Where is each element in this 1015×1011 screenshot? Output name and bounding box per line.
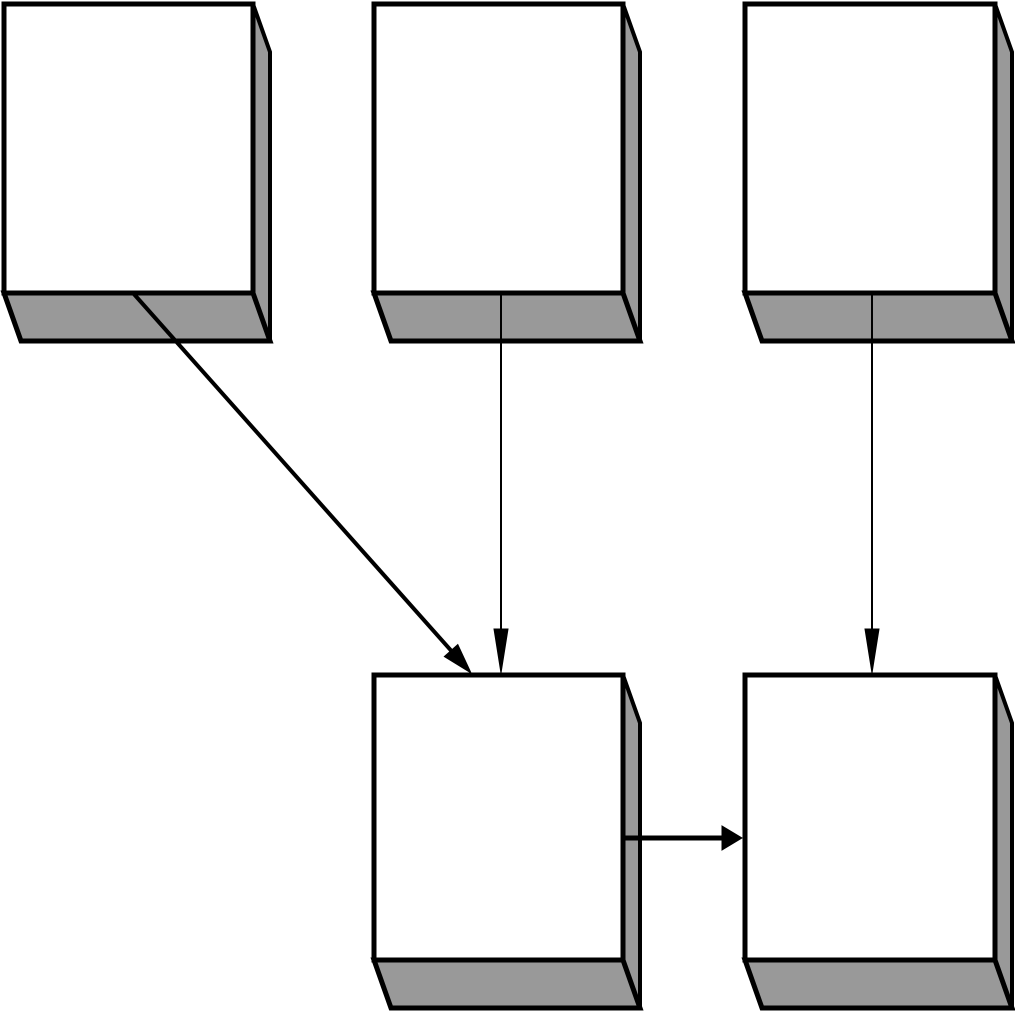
box-top-right <box>741 1 1015 344</box>
box-bottom-right-bottom-face <box>741 957 1015 1011</box>
arrowhead-icon <box>864 628 880 674</box>
box-top-middle-side-face <box>621 3 642 342</box>
box-bottom-middle-front-face <box>371 672 626 963</box>
connector-box-top-left-to-box-bottom-middle <box>131 291 473 675</box>
connector-box-top-middle-to-box-bottom-middle <box>493 293 509 674</box>
arrowhead-icon <box>721 825 743 851</box>
box-top-right-side-face <box>993 3 1014 342</box>
box-bottom-middle-bottom-face <box>370 957 644 1011</box>
connector-box-bottom-middle-to-box-bottom-right <box>623 825 743 851</box>
box-top-right-bottom-face <box>741 290 1015 344</box>
arrowhead-icon <box>493 628 509 674</box>
box-top-right-front-face <box>742 1 998 296</box>
connector-line <box>131 291 454 654</box>
connector-box-top-right-to-box-bottom-right <box>864 293 880 674</box>
box-top-middle-bottom-face <box>370 290 644 344</box>
box-top-left-side-face <box>251 3 272 342</box>
box-top-middle <box>370 1 644 344</box>
box-top-middle-front-face <box>371 1 626 296</box>
box-bottom-right-side-face <box>993 674 1014 1009</box>
box-top-left-front-face <box>1 1 256 296</box>
box-bottom-middle <box>370 672 644 1011</box>
box-bottom-right-front-face <box>742 672 998 963</box>
box-top-left <box>0 1 274 344</box>
diagram-connectors <box>131 291 880 851</box>
box-bottom-middle-side-face <box>621 674 642 1009</box>
box-bottom-right <box>741 672 1015 1011</box>
arrowhead-icon <box>443 643 473 675</box>
